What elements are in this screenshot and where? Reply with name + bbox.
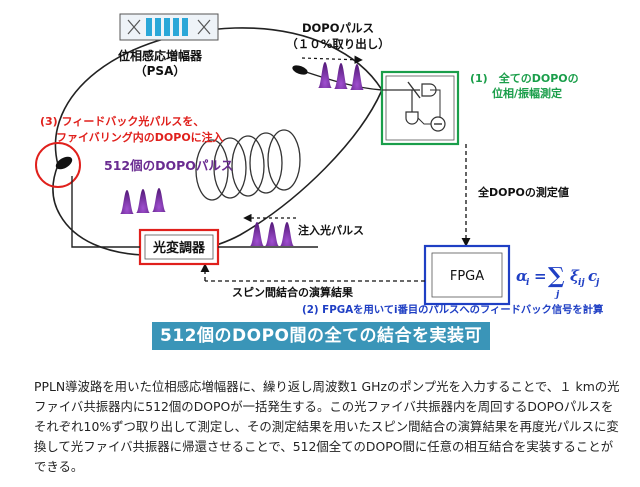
spin-calc-label: スピン間結合の演算結果 — [232, 285, 353, 299]
pulses-512-label: 512個のDOPOパルス — [104, 158, 233, 173]
modulator-inner — [144, 234, 214, 260]
injection-coupler — [55, 156, 73, 170]
system-diagram: 位相感応増幅器 （PSA） DOPOパルス （１０%取り出し） (1) 全てのD… — [35, 13, 603, 316]
svg-text:=: = — [534, 267, 547, 285]
psa-chip — [119, 13, 219, 41]
step3-label: (3) フィードバック光パルスを、 — [40, 114, 204, 128]
svg-text:ij: ij — [578, 278, 585, 288]
extract-sub-label: （１０%取り出し） — [286, 37, 390, 51]
summary-banner: 512個のDOPO間の全ての結合を実装可能 — [152, 322, 490, 374]
svg-text:∑: ∑ — [548, 263, 565, 289]
svg-text:ξ: ξ — [570, 267, 580, 285]
step1-sub-label: 位相/振幅測定 — [492, 86, 562, 100]
psa-label: 位相感応増幅器 — [118, 48, 203, 63]
svg-text:i: i — [526, 278, 530, 288]
modulator-to-ring-line — [71, 176, 140, 248]
measurement-box — [380, 70, 460, 146]
coupling-formula: α i = ∑ j ξ ij c j — [516, 263, 600, 300]
ring-pulses — [120, 188, 166, 214]
extracted-pulses — [318, 62, 364, 90]
fpga-inner — [431, 252, 503, 298]
svg-text:j: j — [594, 278, 600, 288]
injection-highlight-circle — [35, 142, 81, 188]
step3-sub-label: ファイバリング内のDOPOに注入 — [56, 130, 224, 144]
all-measured-label: 全DOPOの測定値 — [477, 185, 569, 199]
svg-text:c: c — [588, 267, 597, 285]
fiber-coil — [195, 129, 301, 201]
figure-caption: PPLN導波路を用いた位相感応増幅器に、繰り返し周波数1 GHzのポンプ光を入力… — [34, 379, 620, 474]
svg-text:j: j — [554, 290, 560, 300]
psa-sub-label: （PSA） — [135, 63, 186, 78]
extract-label: DOPOパルス — [302, 21, 374, 35]
tap-coupler — [292, 65, 308, 75]
extract-arrow — [301, 55, 363, 64]
svg-text:α: α — [516, 267, 528, 285]
step2-label: (2) FPGAを用いてi番目のパルスへのフィードバック信号を計算 — [302, 303, 603, 316]
injection-label: 注入光パルス — [298, 223, 364, 237]
step1-label: (1) 全てのDOPOの — [470, 71, 579, 85]
fiber-ring — [52, 27, 383, 257]
fpga-label: FPGA — [450, 269, 484, 284]
injection-pulses — [250, 222, 294, 246]
modulator-label: 光変調器 — [152, 240, 206, 256]
